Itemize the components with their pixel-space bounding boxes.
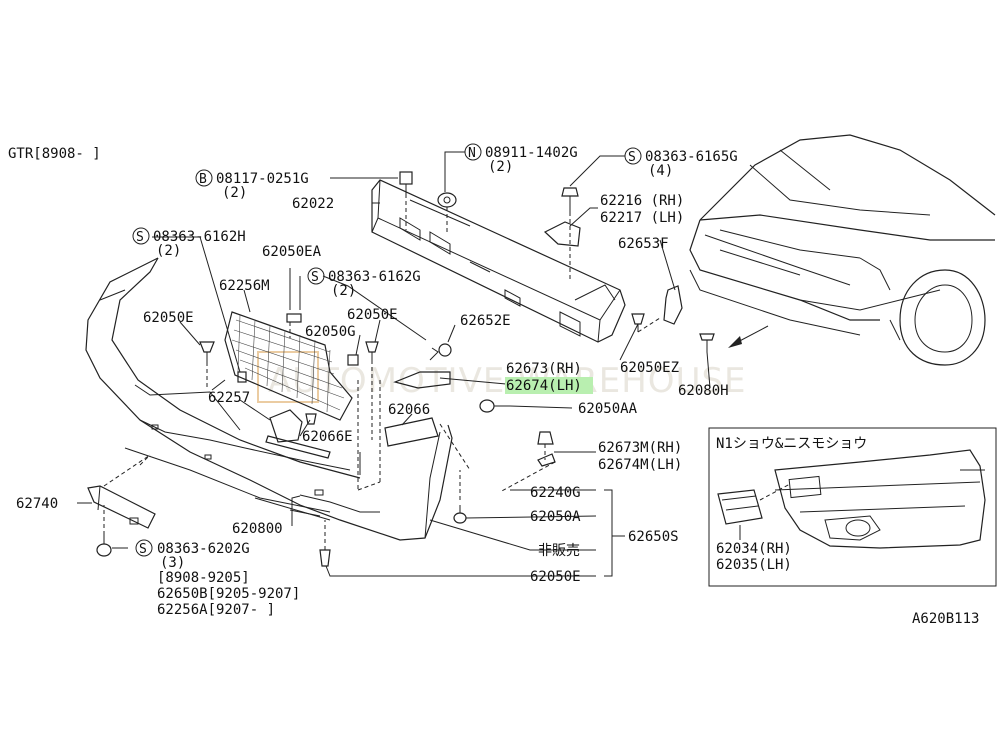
label-62080H: 62080H bbox=[678, 383, 729, 399]
bracket-62257 bbox=[269, 409, 303, 443]
label-08117-qty: (2) bbox=[222, 185, 247, 201]
label-62050A: 62050A bbox=[530, 509, 581, 525]
diagram-id: A620B113 bbox=[912, 611, 979, 627]
label-62035: 62035(LH) bbox=[716, 557, 792, 573]
label-08117: 08117-0251G bbox=[216, 171, 309, 187]
label-62674: 62674(LH) bbox=[506, 378, 582, 394]
svg-text:B: B bbox=[199, 172, 207, 187]
grille-mesh-62256M bbox=[224, 311, 353, 421]
screw-62256-side bbox=[237, 371, 247, 383]
circle-marker-s-4: S bbox=[135, 539, 153, 557]
leader-lines bbox=[77, 151, 711, 577]
label-62050EZ: 62050EZ bbox=[620, 360, 679, 376]
screw-62050A bbox=[453, 505, 467, 524]
label-62650B: 62650B[9205-9207] bbox=[157, 586, 300, 602]
svg-text:S: S bbox=[628, 150, 636, 165]
label-62652E: 62652E bbox=[460, 313, 511, 329]
nut-08911 bbox=[437, 192, 457, 208]
clip-62050G bbox=[347, 354, 359, 366]
label-08363-6162G-qty: (2) bbox=[331, 283, 356, 299]
label-08911-qty: (2) bbox=[488, 159, 513, 175]
label-62673: 62673(RH) bbox=[506, 361, 582, 377]
label-62674M: 62674M(LH) bbox=[598, 457, 682, 473]
inset-title: N1ショウ&ニスモショウ bbox=[716, 436, 867, 452]
label-08363-6162G: 08363-6162G bbox=[328, 269, 421, 285]
label-08911: 08911-1402G bbox=[485, 145, 578, 161]
label-62066E: 62066E bbox=[302, 429, 353, 445]
label-08363-6165G: 08363-6165G bbox=[645, 149, 738, 165]
screw-62050AA bbox=[479, 399, 510, 413]
label-62050G: 62050G bbox=[305, 324, 356, 340]
label-62217: 62217 (LH) bbox=[600, 210, 684, 226]
label-62034: 62034(RH) bbox=[716, 541, 792, 557]
duct-62034 bbox=[717, 489, 763, 525]
model-label: GTR[8908- ] bbox=[8, 146, 101, 162]
label-08363-6202G-qty: (3) bbox=[160, 555, 185, 571]
label-62256A: 62256A[9207- ] bbox=[157, 602, 275, 618]
circle-marker-n: N bbox=[464, 143, 482, 161]
label-08363-6165G-qty: (4) bbox=[648, 163, 673, 179]
bracket-62673 bbox=[393, 371, 451, 389]
svg-text:S: S bbox=[311, 270, 319, 285]
label-08363-6162H: 08363-6162H bbox=[153, 229, 246, 245]
inset-box: N1ショウ&ニスモショウ 62034(RH) 62035(LH) bbox=[708, 427, 997, 587]
label-62650S: 62650S bbox=[628, 529, 679, 545]
watermark-logo bbox=[257, 351, 319, 403]
label-62050EA: 62050EA bbox=[262, 244, 322, 260]
label-62050E-left: 62050E bbox=[143, 310, 194, 326]
assembly-lines bbox=[103, 194, 661, 550]
bolt-08117 bbox=[399, 171, 413, 194]
clip-62050EA bbox=[286, 313, 302, 323]
clip-62050E-left bbox=[199, 341, 215, 362]
car-front-illustration bbox=[689, 134, 996, 366]
screw-08363-6202 bbox=[96, 535, 112, 557]
direction-arrow bbox=[728, 325, 769, 348]
plate-62066 bbox=[384, 417, 439, 447]
label-62216: 62216 (RH) bbox=[600, 193, 684, 209]
clip-62652E bbox=[429, 343, 452, 361]
clip-62050EZ bbox=[631, 313, 645, 332]
label-62050AA: 62050AA bbox=[578, 401, 638, 417]
label-62256M: 62256M bbox=[219, 278, 270, 294]
label-62257: 62257 bbox=[208, 390, 250, 406]
label-62050E-bottom: 62050E bbox=[530, 569, 581, 585]
label-62022: 62022 bbox=[292, 196, 334, 212]
svg-text:S: S bbox=[136, 230, 144, 245]
bumper-fascia bbox=[85, 257, 453, 541]
label-620800: 620800 bbox=[232, 521, 283, 537]
label-not-for-sale: 非販売 bbox=[538, 543, 580, 559]
label-62740: 62740 bbox=[16, 496, 58, 512]
label-62240G: 62240G bbox=[530, 485, 581, 501]
label-08363-6162H-qty: (2) bbox=[156, 243, 181, 259]
cover-62653F bbox=[663, 285, 683, 325]
label-62066: 62066 bbox=[388, 402, 430, 418]
clip-62050E-bottom bbox=[319, 549, 331, 567]
label-08363-6202G: 08363-6202G bbox=[157, 541, 250, 557]
strip-620800 bbox=[265, 435, 331, 459]
label-62653F: 62653F bbox=[618, 236, 669, 252]
circle-marker-s-2: S bbox=[132, 227, 150, 245]
clip-62050E-mid bbox=[365, 341, 379, 360]
circle-marker-s-1: S bbox=[624, 147, 642, 165]
svg-text:S: S bbox=[139, 542, 147, 557]
screw-08363-6165 bbox=[561, 187, 579, 212]
circle-marker-b: B bbox=[195, 169, 213, 187]
reinforcement-62022 bbox=[371, 179, 626, 343]
label-62673M: 62673M(RH) bbox=[598, 440, 682, 456]
label-date-range-1: [8908-9205] bbox=[157, 570, 250, 586]
highlight-62674 bbox=[505, 377, 593, 394]
screw-62080H bbox=[699, 333, 715, 352]
clip-62066E bbox=[305, 413, 317, 425]
label-62050E-mid: 62050E bbox=[347, 307, 398, 323]
nut-62673M bbox=[537, 431, 554, 445]
under-panel-62740 bbox=[87, 485, 156, 529]
svg-text:N: N bbox=[468, 146, 476, 161]
bracket-62216 bbox=[543, 221, 581, 247]
clip-62240G bbox=[537, 453, 556, 467]
circle-marker-s-3: S bbox=[307, 267, 325, 285]
